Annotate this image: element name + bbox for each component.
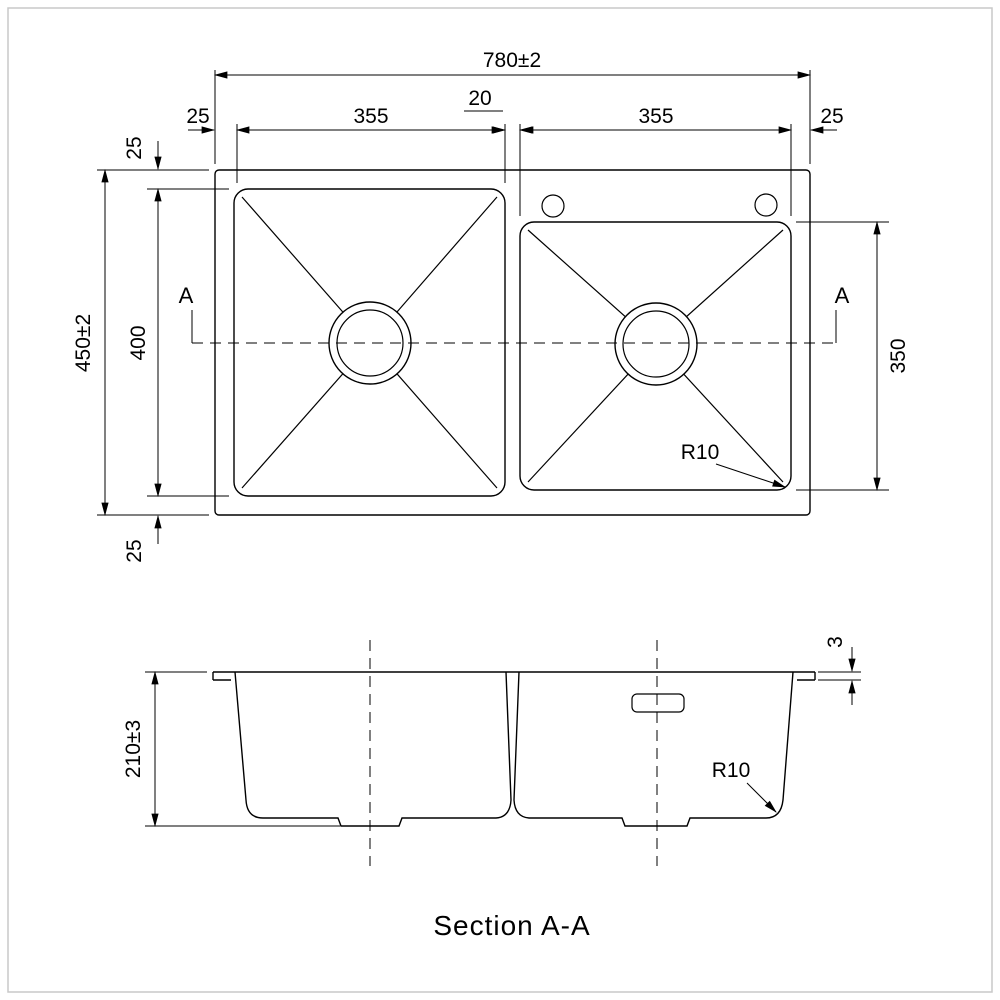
dim-right-bowl-length-label: 350	[887, 338, 910, 373]
section-line: A A	[179, 283, 850, 344]
dim-overall-depth: 450±2	[72, 168, 109, 517]
right-bowl-outline	[519, 221, 792, 491]
top-view: A A 780±2 25	[72, 49, 910, 563]
dim-bowl-depth-label: 210±3	[122, 720, 145, 778]
left-bowl-section-profile	[234, 671, 512, 827]
dim-overall-width-label: 780±2	[483, 49, 541, 72]
dim-top-edge: 25	[123, 136, 162, 171]
dim-bowl-depth: 210±3	[122, 670, 340, 828]
dim-left-bowl-width: 355	[235, 105, 507, 134]
overflow-opening	[631, 693, 685, 713]
rim-profile	[212, 671, 816, 681]
corner-radius-top-label: R10	[681, 441, 720, 464]
callout-corner-radius-top: R10	[681, 441, 787, 488]
dim-left-bowl-length: 400	[127, 187, 162, 498]
section-view: 210±3 3 R10 Section A-A	[122, 636, 861, 941]
right-drain-outer	[614, 302, 698, 386]
dim-left-bowl-length-label: 400	[127, 325, 150, 360]
right-drain-inner	[622, 310, 690, 378]
section-label-left: A	[179, 283, 194, 308]
section-caption: Section A-A	[433, 910, 590, 941]
dim-right-edge: 25	[809, 105, 844, 134]
dim-left-edge: 25	[186, 105, 216, 134]
dim-right-bowl-length: 350	[873, 220, 910, 492]
faucet-hole-right	[754, 193, 778, 217]
extension-lines-top-view	[97, 70, 889, 516]
dim-left-edge-label: 25	[186, 105, 209, 128]
section-label-right: A	[835, 283, 850, 308]
page-frame	[7, 7, 993, 993]
corner-radius-section-label: R10	[712, 759, 751, 782]
dim-overall-depth-label: 450±2	[72, 314, 95, 372]
faucet-hole-left	[541, 194, 565, 218]
dim-right-edge-label: 25	[820, 105, 843, 128]
dim-right-bowl-width-label: 355	[638, 105, 673, 128]
dim-left-bowl-width-label: 355	[353, 105, 388, 128]
dim-top-edge-label: 25	[123, 136, 146, 159]
dim-overall-width: 780±2	[213, 49, 812, 79]
dim-center-divider: 20	[464, 87, 541, 134]
dim-bottom-edge-label: 25	[123, 539, 146, 562]
dim-right-bowl-width: 355	[518, 105, 793, 134]
right-bowl-section-profile	[513, 671, 794, 827]
dim-rim-thickness-label: 3	[824, 636, 847, 648]
callout-corner-radius-section: R10	[712, 759, 777, 813]
dim-bottom-edge: 25	[123, 514, 162, 563]
dim-center-divider-label: 20	[468, 87, 491, 110]
dim-rim-thickness: 3	[818, 636, 861, 705]
